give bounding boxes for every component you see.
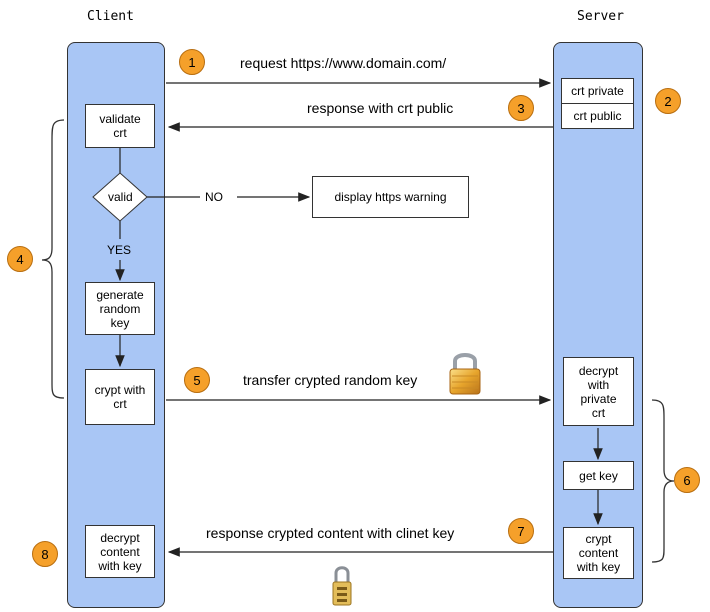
message-5-label: transfer crypted random key bbox=[243, 372, 418, 388]
valid-decision-label: valid bbox=[108, 190, 133, 204]
message-1-label: request https://www.domain.com/ bbox=[240, 55, 447, 71]
generate-random-key-box: generate random key bbox=[85, 282, 155, 335]
step-badge-7: 7 bbox=[508, 518, 534, 544]
message-7-label: response crypted content with clinet key bbox=[206, 525, 455, 541]
step-badge-3: 3 bbox=[508, 95, 534, 121]
client-lane-title: Client bbox=[87, 9, 134, 24]
server-crypt-content-box: crypt content with key bbox=[563, 527, 634, 579]
message-3-label: response with crt public bbox=[307, 100, 454, 116]
yes-label: YES bbox=[107, 243, 132, 257]
server-decrypt-box: decrypt with private crt bbox=[563, 357, 634, 426]
padlock-icon bbox=[331, 565, 353, 612]
lock-icon bbox=[447, 350, 483, 401]
step-badge-2: 2 bbox=[655, 88, 681, 114]
crt-private-box: crt private bbox=[561, 78, 634, 104]
step-badge-8: 8 bbox=[32, 541, 58, 567]
crypt-with-crt-box: crypt with crt bbox=[85, 369, 155, 425]
step-badge-4: 4 bbox=[7, 246, 33, 272]
client-decrypt-content-box: decrypt content with key bbox=[85, 525, 155, 578]
crt-public-box: crt public bbox=[561, 103, 634, 129]
no-label: NO bbox=[205, 190, 223, 204]
step-badge-5: 5 bbox=[184, 367, 210, 393]
step-badge-1: 1 bbox=[179, 49, 205, 75]
get-key-box: get key bbox=[563, 461, 634, 490]
server-lane-title: Server bbox=[577, 9, 624, 24]
https-warning-box: display https warning bbox=[312, 176, 469, 218]
step-badge-6: 6 bbox=[674, 467, 700, 493]
validate-crt-box: validate crt bbox=[85, 104, 155, 148]
